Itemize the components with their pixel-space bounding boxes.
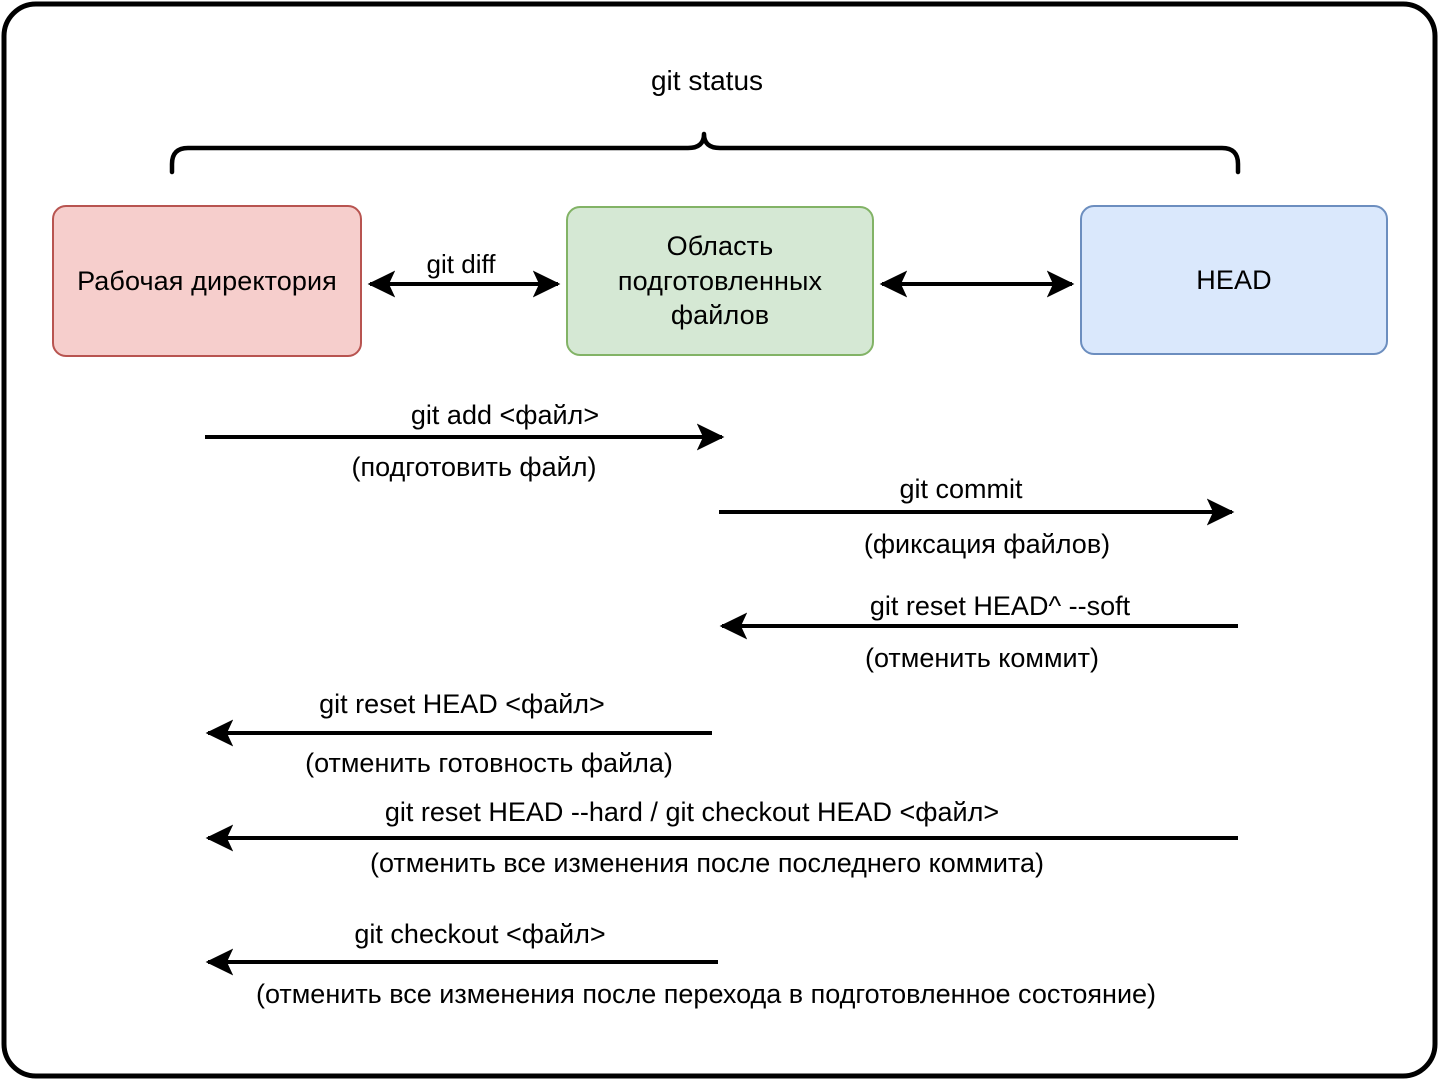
- staging-label-line-2: подготовленных: [617, 265, 823, 296]
- staging-label-line-1: Область: [666, 231, 774, 262]
- flow-label-git-add-description: (подготовить файл): [351, 452, 597, 482]
- flow-label-git-commit-command: git commit: [899, 474, 1023, 504]
- stage-box-staging-area[interactable]: Область подготовленных файлов: [566, 206, 874, 356]
- flow-label-git-reset-head-file-command: git reset HEAD <файл>: [319, 689, 605, 719]
- flow-label-git-add-command: git add <файл>: [410, 400, 600, 430]
- flow-label-git-reset-soft-command: git reset HEAD^ --soft: [869, 591, 1131, 621]
- flow-label-git-checkout-file-description: (отменить все изменения после перехода в…: [255, 979, 1157, 1009]
- flow-label-git-commit-description: (фиксация файлов): [863, 529, 1111, 559]
- flow-label-git-reset-hard-command: git reset HEAD --hard / git checkout HEA…: [384, 797, 1000, 827]
- page-title: git status: [650, 65, 764, 96]
- stage-box-head-label: HEAD: [1196, 264, 1272, 295]
- flow-label-git-reset-hard-description: (отменить все изменения после последнего…: [369, 848, 1045, 878]
- stage-box-working-directory[interactable]: Рабочая директория: [52, 205, 362, 357]
- staging-label-line-3: файлов: [670, 300, 770, 331]
- git-status-brace: [169, 131, 1241, 175]
- stage-box-staging-area-label: Область подготовленных файлов: [618, 229, 822, 333]
- arrow-label-git-diff: git diff: [426, 249, 496, 279]
- stage-box-working-directory-label: Рабочая директория: [77, 265, 337, 296]
- flow-label-git-reset-head-file-description: (отменить готовность файла): [305, 748, 673, 778]
- stage-box-head[interactable]: HEAD: [1080, 205, 1388, 355]
- flow-label-git-reset-soft-description: (отменить коммит): [865, 643, 1099, 673]
- flow-label-git-checkout-file-command: git checkout <файл>: [354, 919, 606, 949]
